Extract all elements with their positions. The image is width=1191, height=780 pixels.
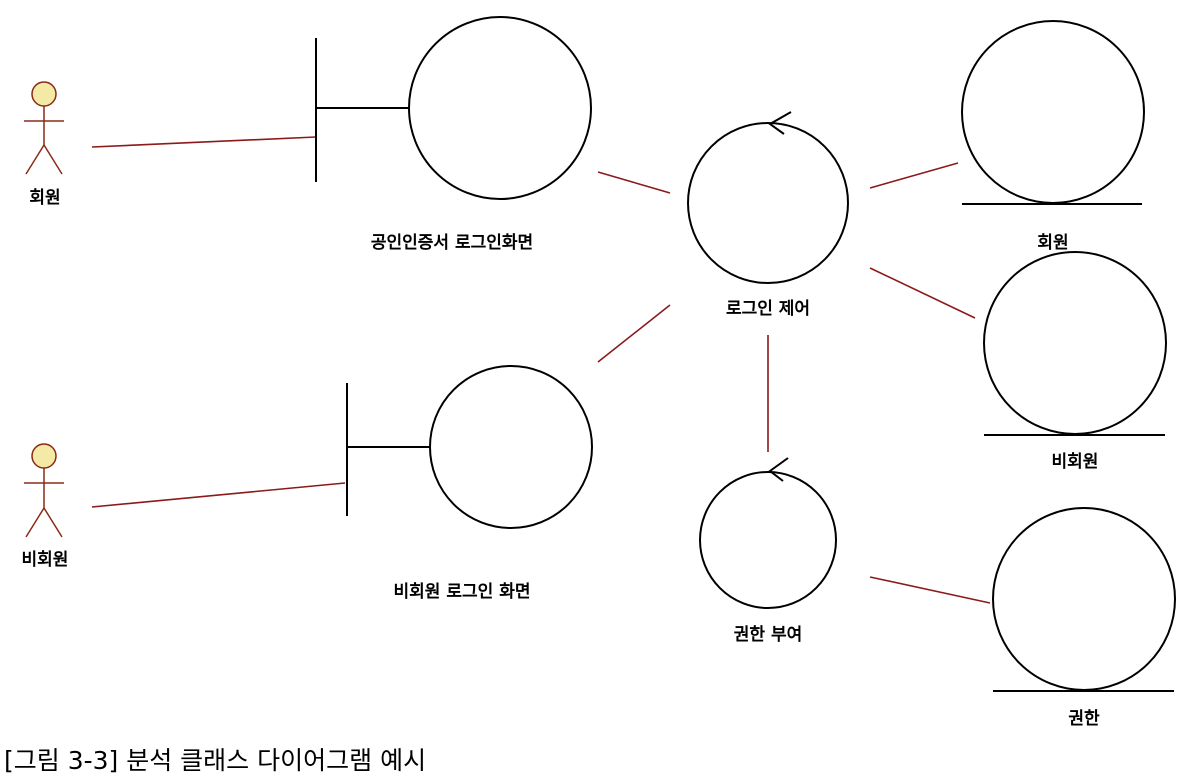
- boundary-cert-login-label: 공인인증서 로그인화면: [371, 233, 533, 253]
- actor-non-member-label: 비회원: [22, 550, 69, 570]
- actor-member: 회원: [24, 81, 64, 208]
- entity-permission: [992, 507, 1176, 692]
- entity-non-member-label: 비회원: [1052, 452, 1099, 472]
- assoc-control-member-entity: [869, 162, 959, 189]
- assoc-nonmember-login: [91, 482, 346, 508]
- actor-head: [31, 81, 57, 107]
- entity-permission-label: 권한: [1068, 709, 1100, 729]
- entity-member: [961, 20, 1145, 205]
- control-grant-permission-label: 권한 부여: [734, 625, 802, 645]
- control-login: [687, 111, 849, 284]
- assoc-grant-permission-entity: [869, 576, 991, 604]
- assoc-member-cert-login: [91, 136, 317, 148]
- boundary-non-member-login: [346, 365, 593, 529]
- control-login-label: 로그인 제어: [726, 299, 810, 319]
- assoc-nonmember-login-control: [597, 304, 671, 363]
- entity-member-label: 회원: [1037, 233, 1068, 253]
- boundary-non-member-login-label: 비회원 로그인 화면: [394, 582, 531, 602]
- associations: [91, 136, 991, 604]
- actor-member-label: 회원: [29, 188, 60, 208]
- boundary-cert-login: [315, 16, 592, 200]
- actor-non-member: 비회원: [22, 443, 69, 570]
- assoc-cert-login-control: [597, 171, 671, 194]
- figure-caption: [그림 3-3] 분석 클래스 다이어그램 예시: [4, 746, 426, 775]
- actor-head: [31, 443, 57, 469]
- assoc-control-nonmember-entity: [869, 267, 976, 319]
- entity-non-member: [983, 251, 1167, 436]
- control-grant-permission: [699, 457, 837, 609]
